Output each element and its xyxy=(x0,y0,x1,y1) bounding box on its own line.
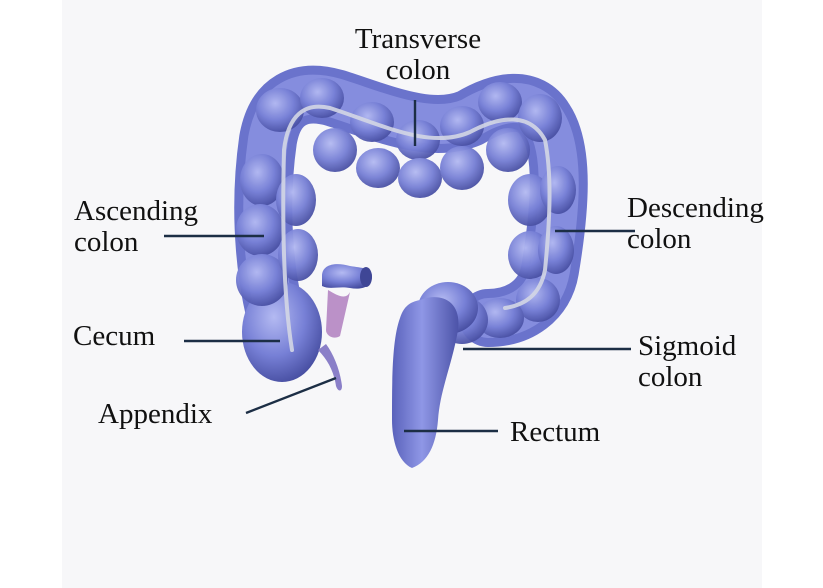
cecum-shape xyxy=(242,282,322,382)
label-ascending-colon: Ascending colon xyxy=(74,195,199,258)
label-descending-colon: Descending colon xyxy=(627,192,764,255)
appendix-tissue xyxy=(326,290,350,338)
label-cecum: Cecum xyxy=(73,320,156,352)
label-rectum: Rectum xyxy=(510,416,601,448)
label-appendix: Appendix xyxy=(98,398,213,430)
ileum-opening xyxy=(360,267,372,287)
ileum-stub xyxy=(322,264,372,289)
taenia-band xyxy=(281,104,552,352)
label-transverse-colon: Transverse colon xyxy=(354,23,482,86)
label-sigmoid-colon: Sigmoid colon xyxy=(638,330,737,393)
rectum-shape xyxy=(392,297,459,468)
leader-appendix xyxy=(245,376,337,415)
